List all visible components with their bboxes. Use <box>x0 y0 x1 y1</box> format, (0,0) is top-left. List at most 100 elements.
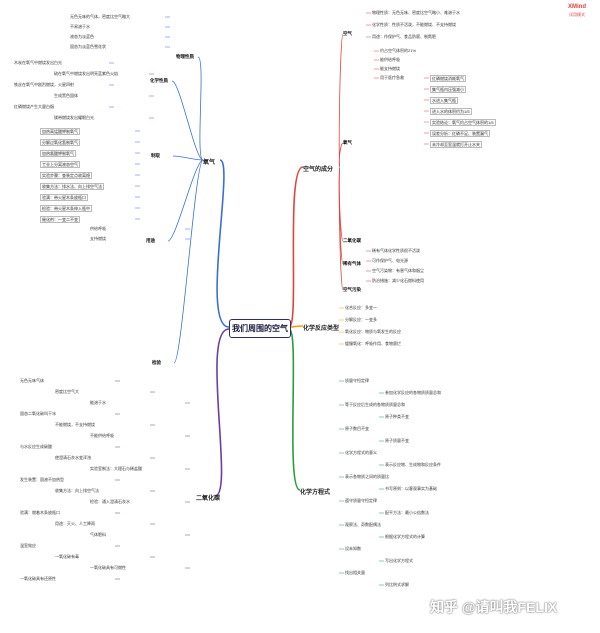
leaf-right-29[interactable]: 表示反应物、生成物和反应条件 <box>385 462 441 467</box>
leaf-left-20[interactable]: 支持燃烧 <box>90 236 106 241</box>
leaf-right-38[interactable]: 找出相关量 <box>345 570 365 575</box>
leaf-right-5[interactable]: 能支持燃烧 <box>380 66 400 71</box>
leaf-left-1[interactable]: 不易溶于水 <box>70 24 90 29</box>
leaf-right-26[interactable]: 原子数目不变 <box>345 426 369 431</box>
sub-properties[interactable]: 物理性质 <box>176 54 194 59</box>
leaf-left-18[interactable]: 催化剂：一变二不变 <box>40 216 80 223</box>
leaf-right-17[interactable]: 防治措施：减少化石燃料使用 <box>372 278 424 283</box>
leaf-right-37[interactable]: 写出化学方程式 <box>385 558 413 563</box>
leaf-left-36[interactable]: 温室效应 <box>20 543 36 548</box>
zhihu-watermark: 知乎 @请叫我FELIX <box>430 599 558 615</box>
sub-rare-gas[interactable]: 稀有气体 <box>343 261 361 266</box>
leaf-left-27[interactable]: 与水反应生成碳酸 <box>20 444 52 449</box>
leaf-right-34[interactable]: 观察法、奇数配偶法 <box>345 522 381 527</box>
sub-air[interactable]: 空气 <box>343 31 352 36</box>
leaf-right-3[interactable]: 约占空气体积的21% <box>380 48 417 53</box>
leaf-right-36[interactable]: 设未知数 <box>345 546 361 551</box>
leaf-left-8[interactable]: 红磷燃烧产生大量白烟 <box>14 104 54 109</box>
leaf-right-35[interactable]: 根据化学方程式的计算 <box>385 534 425 539</box>
leaf-left-7[interactable]: 生成黑色固体 <box>54 93 78 98</box>
leaf-right-30[interactable]: 表示各物质之间的质量比 <box>345 474 389 479</box>
leaf-left-14[interactable]: 实验步骤：查装定点收离熄 <box>40 172 92 179</box>
sub-uses[interactable]: 用途 <box>146 238 155 243</box>
leaf-right-18[interactable]: 化合反应：多变一 <box>345 305 377 310</box>
leaf-right-8[interactable]: 集气瓶内压强减小 <box>430 86 466 93</box>
leaf-right-7[interactable]: 红磷燃烧消耗氧气 <box>430 75 466 82</box>
sub-preparation[interactable]: 制取 <box>151 153 160 158</box>
leaf-left-28[interactable]: 使澄清石灰水变浑浊 <box>55 455 91 460</box>
connector-oxygen-sub-3 <box>167 159 204 242</box>
leaf-left-23[interactable]: 能溶于水 <box>90 400 106 405</box>
leaf-right-6[interactable]: 用于医疗急救 <box>380 75 404 80</box>
sub-co2[interactable]: 二氧化碳 <box>343 238 361 243</box>
leaf-right-28[interactable]: 化学方程式的意义 <box>345 450 377 455</box>
branch-chemical-equations[interactable]: 化学方程式 <box>300 490 331 496</box>
leaf-right-4[interactable]: 能供给呼吸 <box>380 57 400 62</box>
leaf-left-9[interactable]: 镁带燃烧发出耀眼白光 <box>54 115 94 120</box>
branch-oxygen[interactable]: 氧气 <box>203 160 216 166</box>
leaf-left-21[interactable]: 无色无味气体 <box>20 378 44 383</box>
leaf-left-0[interactable]: 无色无味的气体，密度比空气略大 <box>70 14 130 19</box>
sub-chemical-properties[interactable]: 化学性质 <box>150 78 168 83</box>
leaf-right-24[interactable]: 等于反应后生成的各物质质量总和 <box>345 402 405 407</box>
leaf-left-25[interactable]: 不能燃烧，不支持燃烧 <box>55 422 95 427</box>
leaf-right-33[interactable]: 配平方法：最小公倍数法 <box>385 510 429 515</box>
leaf-right-14[interactable]: 稀有气体化学性质很不活泼 <box>372 248 420 253</box>
leaf-right-15[interactable]: 可作保护气、电光源 <box>372 258 408 263</box>
leaf-left-10[interactable]: 加热高锰酸钾制氧气 <box>40 128 80 135</box>
leaf-left-39[interactable]: 一氧化碳具有还原性 <box>20 576 56 581</box>
leaf-right-23[interactable]: 参加化学反应的各物质质量总和 <box>385 390 441 395</box>
leaf-right-13[interactable]: 未冷却至室温就打开止水夹 <box>430 141 482 148</box>
leaf-right-19[interactable]: 分解反应：一变多 <box>345 317 377 322</box>
leaf-right-16[interactable]: 空气污染物：有害气体和烟尘 <box>372 268 424 273</box>
leaf-left-3[interactable]: 固态为淡蓝色雪花状 <box>70 44 106 49</box>
leaf-left-22[interactable]: 密度比空气大 <box>55 389 79 394</box>
leaf-left-11[interactable]: 分解过氧化氢制氧气 <box>40 139 80 146</box>
leaf-left-5[interactable]: 硫在氧气中燃烧发出明亮蓝紫色火焰 <box>54 71 118 76</box>
leaf-left-17[interactable]: 检验：带火星木条伸入瓶中 <box>40 205 92 212</box>
leaf-left-19[interactable]: 供给呼吸 <box>90 226 106 231</box>
connector-chemical-equations <box>288 328 301 491</box>
leaf-right-9[interactable]: 水进入集气瓶 <box>430 97 458 104</box>
sub-tests[interactable]: 检验 <box>152 360 161 365</box>
leaf-right-21[interactable]: 缓慢氧化：呼吸作用、食物腐烂 <box>345 341 401 346</box>
leaf-right-12[interactable]: 误差分析：红磷不足、装置漏气 <box>430 130 490 137</box>
leaf-left-13[interactable]: 工业上分离液态空气 <box>40 161 80 168</box>
leaf-left-33[interactable]: 验满：燃着木条放瓶口 <box>20 510 60 515</box>
leaf-right-11[interactable]: 实验结论：氧气约占空气体积的1/5 <box>430 119 496 126</box>
leaf-right-10[interactable]: 进入水的体积约为1/5 <box>430 108 472 115</box>
leaf-left-15[interactable]: 收集方法：排水法、向上排空气法 <box>40 183 104 190</box>
leaf-right-27[interactable]: 原子质量不变 <box>385 438 409 443</box>
leaf-left-35[interactable]: 气体肥料 <box>90 532 106 537</box>
leaf-left-29[interactable]: 实验室制法：大理石与稀盐酸 <box>90 466 142 471</box>
leaf-left-30[interactable]: 发生装置：固液不加热型 <box>20 477 64 482</box>
branch-air-composition[interactable]: 空气的成分 <box>303 167 334 173</box>
leaf-right-0[interactable]: 物理性质：无色无味、密度比空气略小、难溶于水 <box>372 10 460 15</box>
leaf-right-32[interactable]: 遵守质量守恒定律 <box>345 498 377 503</box>
branch-reaction-types[interactable]: 化学反应类型 <box>303 326 340 332</box>
branch-carbon-dioxide[interactable]: 二氧化碳 <box>196 496 221 502</box>
leaf-left-24[interactable]: 固态二氧化碳叫干冰 <box>20 411 56 416</box>
leaf-left-34[interactable]: 用途：灭火、人工降雨 <box>55 521 95 526</box>
leaf-left-37[interactable]: 一氧化碳有毒 <box>55 554 79 559</box>
leaf-left-32[interactable]: 检验：通入澄清石灰水 <box>90 499 130 504</box>
leaf-left-4[interactable]: 木炭在氧气中燃烧发出白光 <box>14 60 62 65</box>
leaf-left-31[interactable]: 收集方法：向上排空气法 <box>55 488 99 493</box>
leaf-right-31[interactable]: 书写原则：以客观事实为基础 <box>385 486 437 491</box>
leaf-right-2[interactable]: 用途：作保护气、食品防腐、制氮肥 <box>372 34 436 39</box>
leaf-left-6[interactable]: 铁丝在氧气中剧烈燃烧，火星四射 <box>14 82 74 87</box>
leaf-left-38[interactable]: 一氧化碳具有可燃性 <box>90 565 126 570</box>
leaf-left-12[interactable]: 加热氯酸钾制氧气 <box>40 150 76 157</box>
leaf-left-2[interactable]: 液态为淡蓝色 <box>70 34 94 39</box>
leaf-left-16[interactable]: 验满：带火星木条放瓶口 <box>40 194 88 201</box>
leaf-right-22[interactable]: 质量守恒定律 <box>345 378 369 383</box>
leaf-right-20[interactable]: 氧化反应：物质与氧发生的反应 <box>345 329 401 334</box>
leaf-right-39[interactable]: 列比例式求解 <box>385 582 409 587</box>
central-topic[interactable]: 我们周围的空气 <box>229 319 291 338</box>
leaf-right-25[interactable]: 原子种类不变 <box>385 414 409 419</box>
sub-air-pollution[interactable]: 空气污染 <box>343 287 361 292</box>
leaf-left-26[interactable]: 不能供给呼吸 <box>90 433 114 438</box>
sub-oxygen[interactable]: 氧气 <box>343 140 352 145</box>
leaf-right-1[interactable]: 化学性质：性质不活泼，不能燃烧、不支持燃烧 <box>372 22 456 27</box>
